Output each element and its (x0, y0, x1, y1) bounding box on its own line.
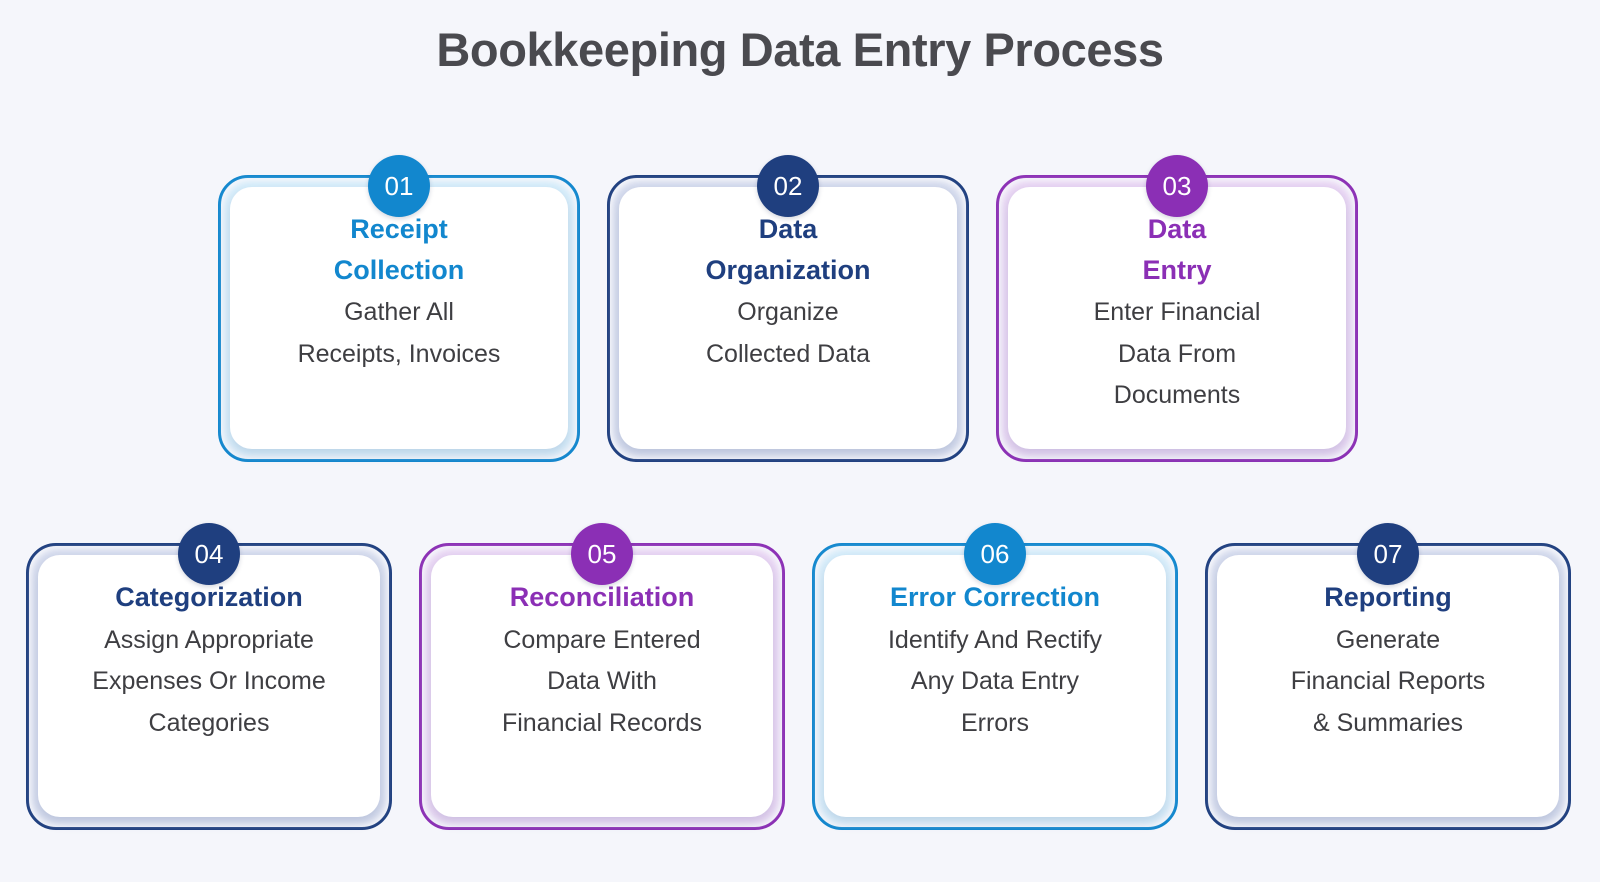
card-title: Reporting (1324, 582, 1452, 612)
step-number-badge: 07 (1357, 523, 1419, 585)
card-description: Assign Appropriate Expenses Or Income Ca… (92, 625, 326, 737)
card-description: Organize Collected Data (706, 298, 870, 368)
step-number-badge: 03 (1146, 155, 1208, 217)
step-number-badge: 04 (178, 523, 240, 585)
card-description: Compare Entered Data With Financial Reco… (501, 625, 703, 737)
card-description: Gather All Receipts, Invoices (297, 298, 501, 368)
page-title: Bookkeeping Data Entry Process (436, 23, 1164, 76)
step-number-badge: 05 (571, 523, 633, 585)
card-description: Generate Financial Reports & Summaries (1290, 625, 1486, 737)
step-number-badge: 01 (368, 155, 430, 217)
card-title: Receipt Collection (333, 214, 465, 285)
card-title: Error Correction (889, 582, 1101, 612)
card-title: Categorization (115, 582, 303, 612)
step-number-badge: 06 (964, 523, 1026, 585)
card-description: Identify And Rectify Any Data Entry Erro… (887, 625, 1102, 737)
card-title: Data Entry (1142, 214, 1212, 285)
card-title: Data Organization (705, 214, 871, 285)
card-title: Reconciliation (509, 582, 695, 612)
step-number-badge: 02 (757, 155, 819, 217)
card-description: Enter Financial Data From Documents (1093, 298, 1261, 409)
